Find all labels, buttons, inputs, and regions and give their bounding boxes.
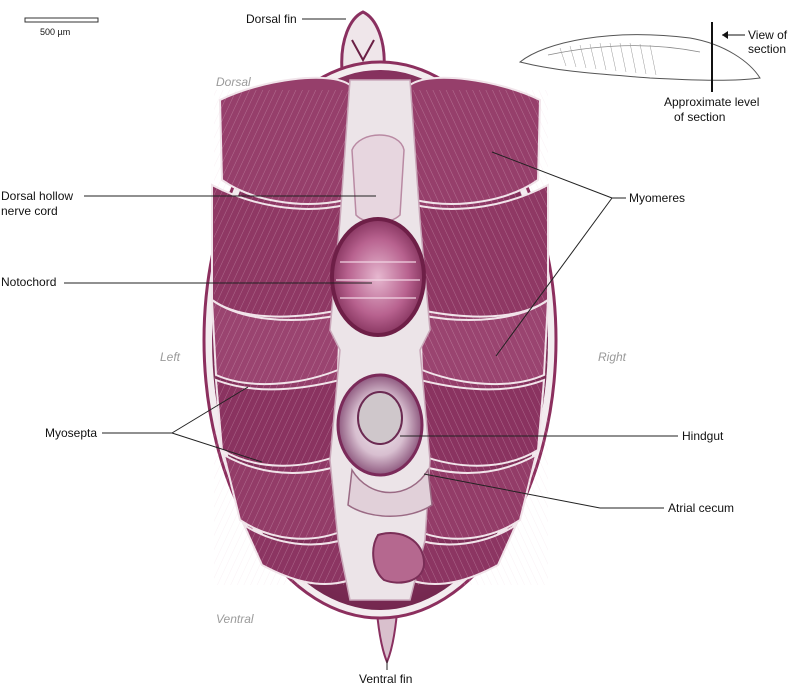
scale-bar: 500 µm — [24, 17, 99, 37]
callout-nerve-cord: Dorsal hollow nerve cord — [1, 189, 376, 218]
orientation-left: Left — [160, 350, 181, 364]
scale-bar-line — [24, 17, 99, 23]
notochord-shape — [330, 217, 426, 337]
label-notochord: Notochord — [1, 275, 56, 289]
label-myomeres: Myomeres — [629, 191, 685, 205]
callout-dorsal-fin: Dorsal fin — [246, 12, 346, 26]
label-ventral-fin: Ventral fin — [359, 672, 412, 686]
atrial-cecum-shape — [347, 467, 433, 517]
hindgut-lumen — [357, 391, 403, 445]
label-atrial-cecum: Atrial cecum — [668, 501, 734, 515]
label-nerve-cord-2: nerve cord — [1, 204, 58, 218]
myomeres-right — [408, 76, 550, 586]
ventral-chamber — [372, 532, 426, 584]
inset-view-label-1: View of — [748, 28, 788, 42]
callout-myosepta: Myosepta — [45, 386, 263, 463]
scale-bar-label: 500 µm — [40, 27, 70, 37]
inset-view-label-2: section — [748, 42, 786, 56]
orientation-right: Right — [598, 350, 627, 364]
inset-level-label-1: Approximate level — [664, 95, 759, 109]
label-hindgut: Hindgut — [682, 429, 724, 443]
callout-hindgut: Hindgut — [400, 429, 724, 443]
myomeres-left — [210, 76, 352, 586]
callout-ventral-fin: Ventral fin — [359, 660, 412, 686]
callout-notochord: Notochord — [1, 275, 372, 289]
inset-diagram: View of section Approximate level of sec… — [518, 22, 788, 124]
label-dorsal-fin: Dorsal fin — [246, 12, 297, 26]
specimen-section — [202, 10, 558, 665]
dorsal-fin-shape — [340, 10, 386, 72]
label-nerve-cord-1: Dorsal hollow — [1, 189, 73, 203]
nerve-cord-shape — [351, 134, 405, 224]
label-myosepta: Myosepta — [45, 426, 97, 440]
callout-atrial-cecum: Atrial cecum — [423, 473, 734, 515]
inset-level-label-2: of section — [674, 110, 725, 124]
orientation-dorsal: Dorsal — [216, 75, 251, 89]
inset-animal-body — [518, 34, 761, 81]
orientation-ventral: Ventral — [216, 612, 254, 626]
callout-myomeres: Myomeres — [491, 151, 685, 357]
